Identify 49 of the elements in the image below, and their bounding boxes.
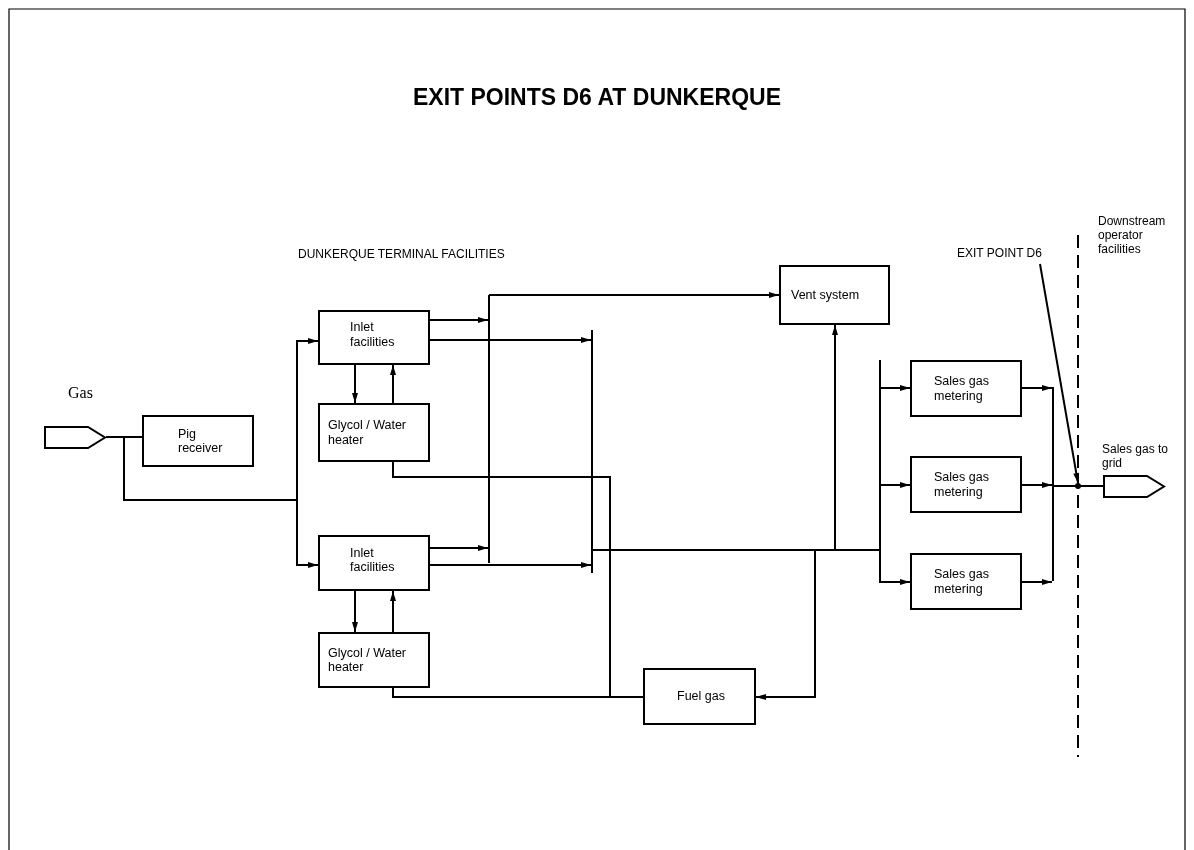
flow-arrow	[592, 549, 816, 700]
flow-arrow	[1021, 482, 1053, 488]
process-box	[142, 415, 254, 467]
exit-point-dot	[1075, 483, 1081, 489]
process-box	[318, 535, 430, 591]
flow-arrow	[1021, 579, 1053, 585]
diagram-title: EXIT POINTS D6 AT DUNKERQUE	[411, 84, 782, 111]
process-box	[910, 360, 1022, 417]
box-label: Sales gas metering	[934, 567, 990, 596]
flow-arrow	[352, 590, 358, 633]
flow-arrow	[352, 364, 358, 404]
flow-arrow	[390, 364, 396, 404]
box-label: Inlet facilities	[350, 545, 396, 575]
flow-arrow	[1039, 263, 1080, 484]
flow-arrow	[429, 562, 592, 568]
process-box	[779, 265, 890, 325]
flow-label: Gas	[68, 384, 93, 402]
flow-arrow	[1021, 385, 1053, 391]
pipe-end-arrow	[1103, 475, 1165, 498]
box-label: Fuel gas	[677, 689, 726, 704]
pipe-line	[1053, 485, 1104, 487]
process-box	[318, 310, 430, 365]
annotation-label: DUNKERQUE TERMINAL FACILITIES	[298, 248, 505, 262]
process-box	[910, 456, 1022, 513]
process-box	[643, 668, 756, 725]
pipe-line	[392, 687, 644, 698]
box-label: Glycol / Water heater	[328, 418, 408, 447]
flow-arrow	[429, 545, 489, 551]
box-label: Pig receiver	[178, 426, 224, 456]
flow-arrow	[429, 317, 489, 323]
process-box	[910, 553, 1022, 610]
flow-label: Sales gas to grid	[1102, 443, 1170, 471]
process-box	[318, 632, 430, 688]
flow-arrow	[880, 579, 911, 585]
callout-label: EXIT POINT D6	[957, 246, 1049, 264]
box-label: Vent system	[791, 287, 861, 303]
flow-arrow	[488, 292, 780, 298]
flow-arrow	[105, 436, 319, 568]
box-label: Inlet facilities	[350, 320, 396, 349]
box-label: Glycol / Water heater	[328, 645, 408, 675]
box-label: Sales gas metering	[934, 374, 990, 403]
flow-arrow	[429, 337, 592, 343]
flow-arrow	[880, 482, 911, 488]
flow-arrow	[390, 590, 396, 633]
box-label: Sales gas metering	[934, 470, 990, 499]
process-box	[318, 403, 430, 462]
annotation-label: Downstream operator facilities	[1098, 215, 1167, 257]
flow-arrow	[880, 385, 911, 391]
pipe-end-arrow	[44, 426, 106, 449]
